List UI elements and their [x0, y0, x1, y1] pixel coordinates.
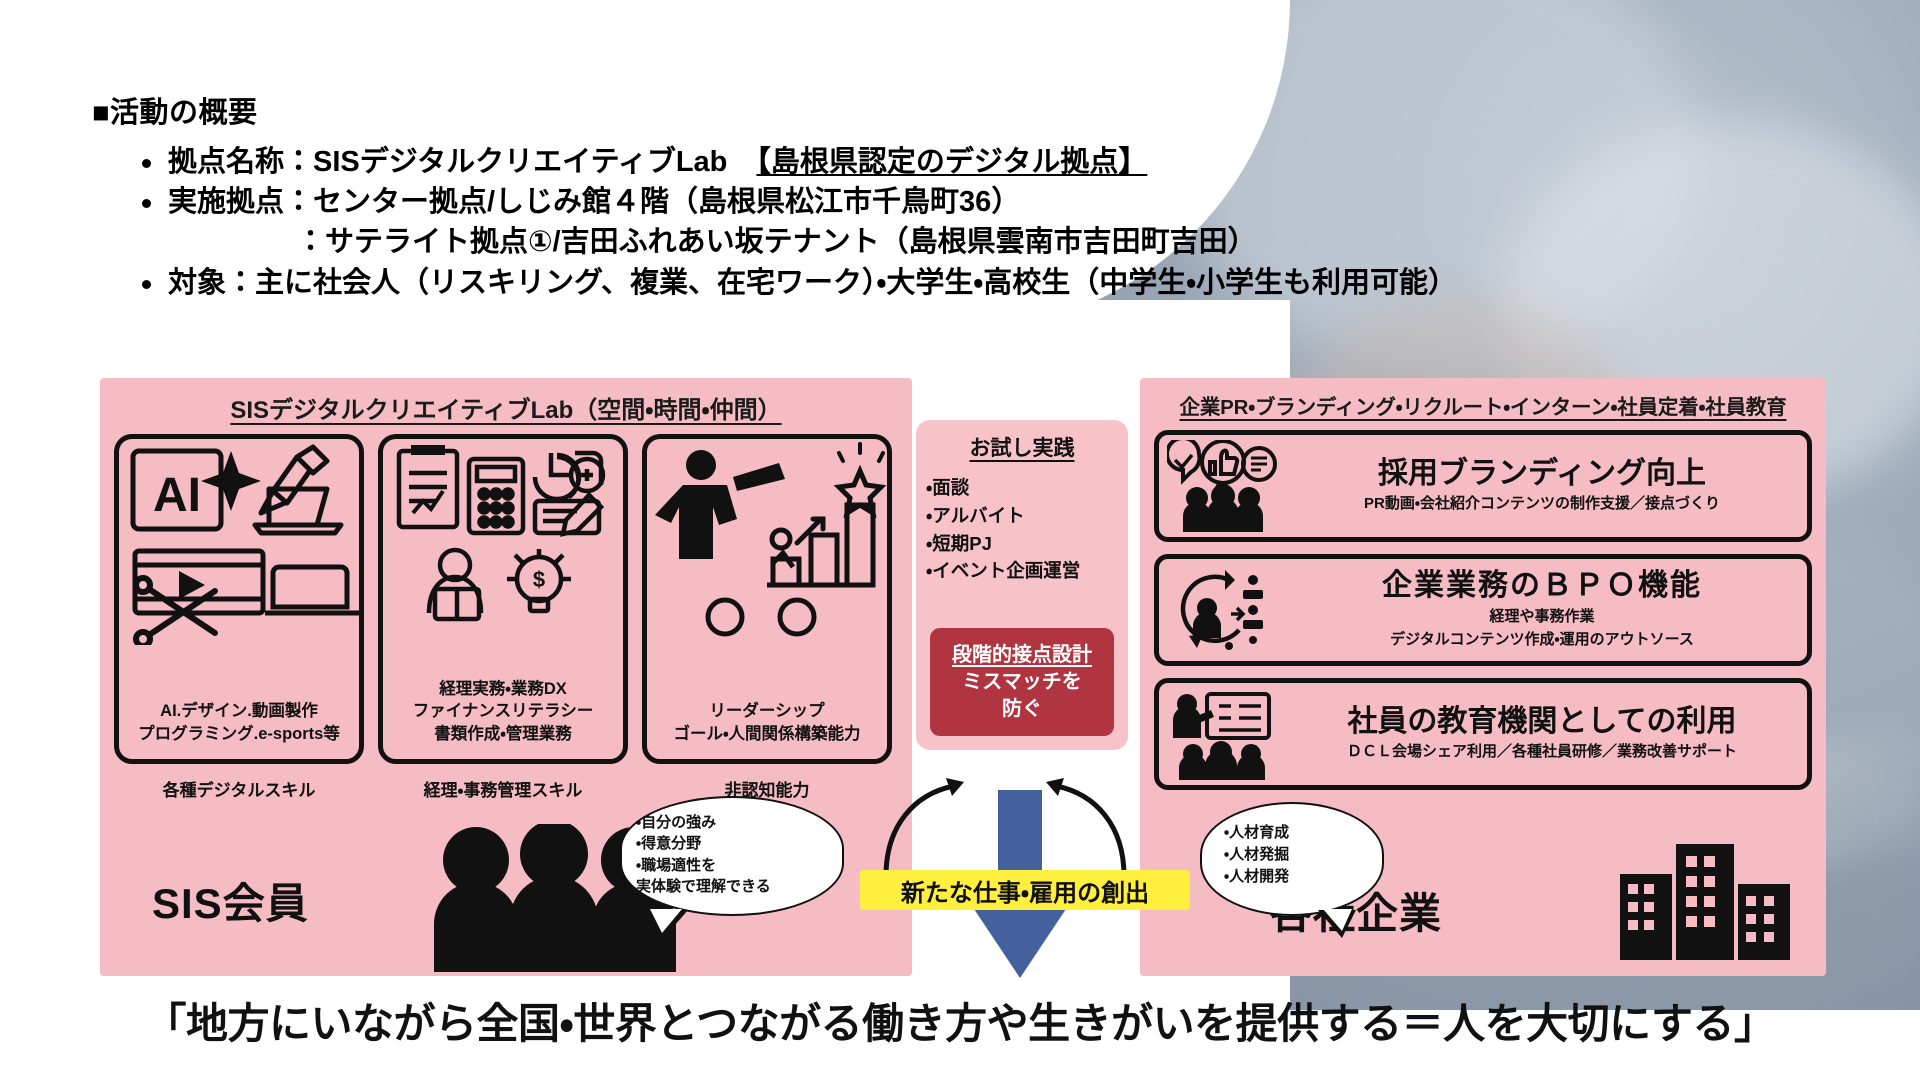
skill-caption-row: 各種デジタルスキル 経理・事務管理スキル 非認知能力	[114, 776, 892, 801]
members-row: SIS会員	[124, 824, 884, 972]
right-panel-corporate: 企業PR・ブランディング・リクルート・インターン・社員定着・社員教育	[1140, 378, 1826, 976]
finance-docs-icon: $	[383, 439, 623, 647]
trial-item-list: 面談 アルバイト 短期PJ イベント企画運営	[916, 474, 1128, 585]
people-group-icon	[424, 824, 724, 972]
corp-heading: 企業業務のＢＰＯ機能	[1382, 569, 1702, 603]
staged-contact-design-box: 段階的接点設計 ミスマッチを 防ぐ	[930, 628, 1114, 736]
corp-box-bpo-texts: 企業業務のＢＰＯ機能 経理や事務作業 デジタルコンテンツ作成・運用のアウトソース	[1287, 569, 1807, 651]
skill-card-finance: $ 経理実務・業務DX ファイナンスリテラシー 書類作成・管理業務	[378, 434, 628, 764]
corp-sub-2: デジタルコンテンツ作成・運用のアウトソース	[1390, 631, 1694, 649]
skill-caption-finance: 経理・事務管理スキル	[423, 781, 583, 800]
skill-card-digital: AI	[114, 434, 364, 764]
ai-design-icon: AI	[119, 439, 359, 647]
bullet-text: 対象：主に社会人（リスキリング、複業、在宅ワーク）・大学生・高校生（中学生・小学…	[168, 266, 1458, 299]
red-box-line-1: ミスマッチを	[962, 671, 1082, 693]
trial-item: 面談	[930, 474, 1128, 502]
sis-members-label: SIS会員	[152, 880, 309, 927]
company-bubble-text: ・人材育成 ・人材発掘 ・人材開発	[1202, 804, 1382, 887]
corp-box-bpo: 企業業務のＢＰＯ機能 経理や事務作業 デジタルコンテンツ作成・運用のアウトソース	[1154, 554, 1812, 666]
skill-line-3: 書類作成・管理業務	[434, 724, 572, 743]
left-panel-title: SISデジタルクリエイティブLab（空間・時間・仲間）	[230, 397, 782, 424]
corp-box-branding-texts: 採用ブランディング向上 PR動画・会社紹介コンテンツの制作支援／接点づくり	[1287, 457, 1807, 515]
bubble-line-1: ・自分の強み	[636, 814, 717, 831]
corp-box-training-texts: 社員の教育機関としての利用 ＤＣＬ会場シェア利用／各種社員研修／業務改善サポート	[1287, 705, 1807, 763]
member-speech-bubble: ・自分の強み ・得意分野 ・職場適性を 実体験で理解できる	[620, 796, 844, 940]
bubble-line-3: ・職場適性を	[636, 856, 717, 874]
bullet-text: ：サテライト拠点①/吉田ふれあい坂テナント（島根県雲南市吉田町吉田）	[296, 226, 1257, 259]
bullet-item-satellite: ：サテライト拠点①/吉田ふれあい坂テナント（島根県雲南市吉田町吉田）	[168, 223, 1512, 261]
skill-card-leadership-text: リーダーシップ ゴール・人間関係構築能力	[647, 700, 887, 745]
footer-slogan-text: 「地方にいながら全国・世界とつながる働き方や生きがいを提供する＝人を大切にする」	[144, 1000, 1776, 1047]
header-block: ■活動の概要 拠点名称：SISデジタルクリエイティブLab 【島根県認定のデジタ…	[92, 96, 1512, 304]
corp-sub-1: ＤＣＬ会場シェア利用／各種社員研修／業務改善サポート	[1346, 743, 1737, 761]
curved-arrow-right-icon	[1040, 770, 1130, 880]
skill-card-finance-text: 経理実務・業務DX ファイナンスリテラシー 書類作成・管理業務	[383, 678, 623, 745]
skill-card-digital-text: AI.デザイン.動画製作 プログラミング.e-sports等	[119, 700, 359, 745]
svg-text:AI: AI	[153, 469, 201, 522]
bubble-line-3: ・人材開発	[1224, 867, 1290, 885]
white-background-bottom	[0, 1010, 1920, 1080]
svg-text:$: $	[533, 567, 545, 592]
bpo-cycle-icon	[1159, 564, 1287, 656]
white-background-corner	[0, 0, 1290, 330]
right-panel-title: 企業PR・ブランディング・リクルート・インターン・社員定着・社員教育	[1179, 396, 1787, 419]
corp-sub-1: 経理や事務作業	[1489, 607, 1595, 625]
bubble-line-2: ・人材発掘	[1224, 845, 1290, 863]
corporate-box-list: 採用ブランディング向上 PR動画・会社紹介コンテンツの制作支援／接点づくり	[1154, 430, 1812, 802]
corp-heading: 社員の教育機関としての利用	[1347, 704, 1737, 738]
trial-item: アルバイト	[930, 502, 1128, 530]
skill-line-1: AI.デザイン.動画製作	[160, 702, 318, 721]
skill-card-row: AI	[114, 434, 892, 764]
corp-heading: 採用ブランディング向上	[1378, 456, 1706, 490]
new-jobs-tag-label: 新たな仕事・雇用の創出	[900, 879, 1150, 907]
corp-box-branding: 採用ブランディング向上 PR動画・会社紹介コンテンツの制作支援／接点づくり	[1154, 430, 1812, 542]
training-icon	[1159, 688, 1287, 780]
corp-box-training: 社員の教育機関としての利用 ＤＣＬ会場シェア利用／各種社員研修／業務改善サポート	[1154, 678, 1812, 790]
center-panel-title: お試し実践	[969, 437, 1075, 460]
skill-line-2: ファイナンスリテラシー	[412, 702, 594, 721]
skill-card-leadership: リーダーシップ ゴール・人間関係構築能力	[642, 434, 892, 764]
bullet-item-location: 実施拠点：センター拠点/しじみ館４階（島根県松江市千鳥町36）	[142, 183, 1512, 221]
bullet-underlined-text: 【島根県認定のデジタル拠点】	[756, 145, 1148, 178]
skill-line-2: ゴール・人間関係構築能力	[673, 724, 861, 743]
bullet-item-target: 対象：主に社会人（リスキリング、複業、在宅ワーク）・大学生・高校生（中学生・小学…	[142, 264, 1512, 302]
bubble-line-4: 実体験で理解できる	[636, 877, 771, 895]
bullet-text: 拠点名称：SISデジタルクリエイティブLab	[168, 145, 757, 178]
bubble-line-1: ・人材育成	[1224, 824, 1290, 841]
new-jobs-tag: 新たな仕事・雇用の創出	[860, 870, 1190, 910]
bubble-line-2: ・得意分野	[636, 835, 702, 853]
bullet-item-name: 拠点名称：SISデジタルクリエイティブLab 【島根県認定のデジタル拠点】	[142, 143, 1512, 181]
footer-slogan: 「地方にいながら全国・世界とつながる働き方や生きがいを提供する＝人を大切にする」	[0, 990, 1920, 1051]
left-panel-lab: SISデジタルクリエイティブLab（空間・時間・仲間） AI	[100, 378, 912, 976]
overview-bullet-list: 拠点名称：SISデジタルクリエイティブLab 【島根県認定のデジタル拠点】 実施…	[92, 143, 1512, 302]
skill-caption-leadership: 非認知能力	[724, 781, 810, 800]
leadership-icon	[647, 439, 887, 647]
trial-item: 短期PJ	[930, 530, 1128, 558]
corp-sub-1: PR動画・会社紹介コンテンツの制作支援／接点づくり	[1364, 495, 1720, 513]
skill-line-2: プログラミング.e-sports等	[138, 724, 340, 743]
bullet-text: 実施拠点：センター拠点/しじみ館４階（島根県松江市千鳥町36）	[168, 186, 1021, 219]
skill-caption-digital: 各種デジタルスキル	[162, 781, 316, 800]
company-speech-bubble: ・人材育成 ・人材発掘 ・人材開発	[1200, 802, 1384, 938]
member-bubble-text: ・自分の強み ・得意分野 ・職場適性を 実体験で理解できる	[622, 798, 842, 897]
thumbs-up-icon	[1159, 440, 1287, 532]
trial-item: イベント企画運営	[930, 557, 1128, 585]
section-heading: ■活動の概要	[92, 97, 258, 129]
bubble-tail-inner	[1323, 909, 1352, 931]
red-box-line-2: 防ぐ	[1002, 698, 1042, 721]
red-box-heading: 段階的接点設計	[952, 644, 1092, 666]
bubble-tail-inner	[650, 909, 682, 933]
buildings-icon	[1620, 830, 1800, 960]
skill-line-1: リーダーシップ	[709, 702, 825, 721]
center-panel-trial: お試し実践 面談 アルバイト 短期PJ イベント企画運営 段階的接点設計 ミスマ…	[916, 420, 1128, 750]
skill-line-1: 経理実務・業務DX	[439, 680, 567, 699]
curved-arrow-left-icon	[880, 770, 970, 880]
